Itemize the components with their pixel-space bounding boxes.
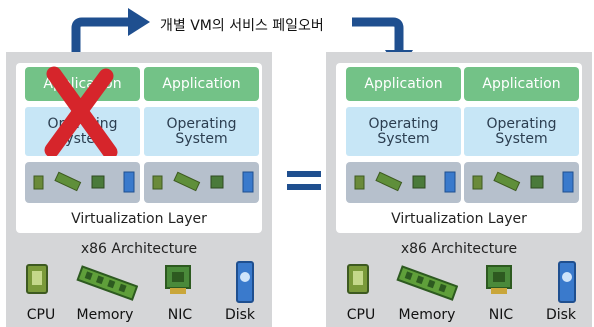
diagram-title: 개별 VM의 서비스 페일오버 — [160, 18, 324, 34]
left-hw-label-nic: NIC — [167, 307, 193, 323]
disk-icon — [558, 261, 576, 303]
right-vm2-virtual-hardware — [464, 162, 579, 203]
right-hw-label-nic: NIC — [488, 307, 514, 323]
nic-icon — [165, 265, 191, 294]
nic-icon — [486, 265, 512, 294]
virtual-chip-icons — [354, 171, 456, 193]
left-hw-label-memory: Memory — [76, 307, 134, 323]
memory-icon — [396, 265, 458, 301]
right-hw-label-disk: Disk — [545, 307, 577, 323]
left-hw-label-cpu: CPU — [26, 307, 56, 323]
right-vm2-application: Application — [464, 67, 579, 101]
right-x86-architecture: x86 Architecture — [400, 241, 518, 257]
left-hw-label-disk: Disk — [224, 307, 256, 323]
left-vm1-virtual-hardware — [25, 162, 140, 203]
left-vm2-virtual-hardware — [144, 162, 259, 203]
right-vm1-application: Application — [346, 67, 461, 101]
disk-icon — [236, 261, 254, 303]
virtual-chip-icons — [472, 171, 574, 193]
right-hw-label-memory: Memory — [398, 307, 456, 323]
left-vm2-application: Application — [144, 67, 259, 101]
cpu-icon — [26, 264, 48, 294]
x-mark-icon — [44, 66, 118, 156]
memory-icon — [76, 265, 138, 301]
right-hw-label-cpu: CPU — [346, 307, 376, 323]
cpu-icon — [347, 264, 369, 294]
right-virtualization-layer: Virtualization Layer — [391, 211, 527, 227]
right-vm1-virtual-hardware — [346, 162, 461, 203]
left-virtualization-layer: Virtualization Layer — [71, 211, 207, 227]
left-x86-architecture: x86 Architecture — [80, 241, 198, 257]
virtual-chip-icons — [152, 171, 254, 193]
equals-icon — [287, 171, 321, 177]
equals-icon — [287, 184, 321, 190]
virtual-chip-icons — [33, 171, 135, 193]
